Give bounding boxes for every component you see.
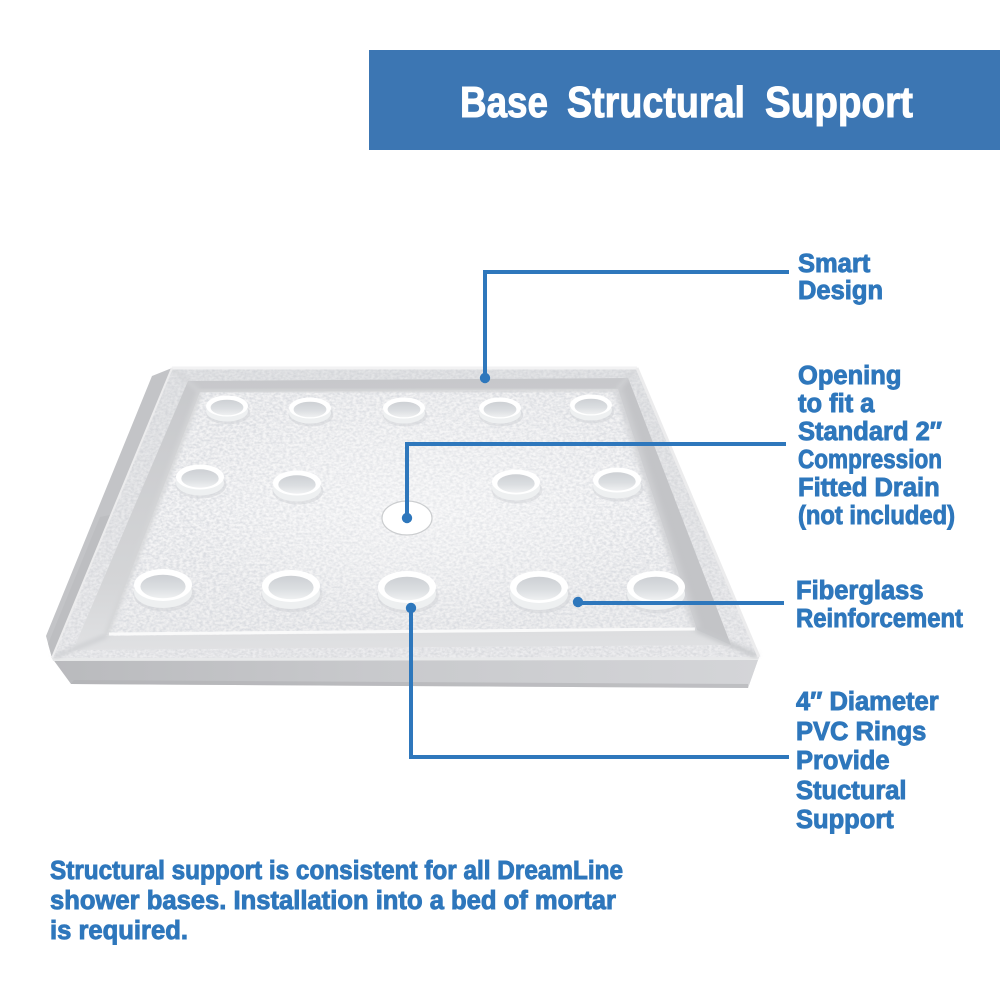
- svg-text:Opening: Opening: [798, 362, 901, 390]
- svg-text:Support: Support: [796, 806, 894, 834]
- svg-text:Fitted Drain: Fitted Drain: [798, 474, 940, 502]
- svg-text:(not included): (not included): [798, 502, 955, 530]
- svg-text:4″ Diameter: 4″ Diameter: [796, 688, 939, 716]
- svg-text:to fit a: to fit a: [798, 390, 875, 418]
- svg-text:is required.: is required.: [50, 917, 188, 945]
- svg-text:shower bases. Installation int: shower bases. Installation into a bed of…: [50, 887, 616, 915]
- svg-text:Base: Base: [460, 78, 548, 127]
- svg-text:Stuctural: Stuctural: [796, 777, 907, 805]
- svg-text:Fiberglass: Fiberglass: [796, 577, 924, 605]
- svg-text:Standard 2″: Standard 2″: [798, 418, 942, 446]
- svg-text:Reinforcement: Reinforcement: [796, 605, 963, 633]
- svg-text:Structural: Structural: [567, 78, 745, 127]
- svg-text:Smart: Smart: [798, 250, 871, 278]
- svg-text:PVC Rings: PVC Rings: [796, 718, 926, 746]
- svg-text:Design: Design: [798, 277, 883, 305]
- svg-text:Provide: Provide: [796, 747, 890, 775]
- svg-text:Structural support is consiste: Structural support is consistent for all…: [50, 857, 623, 885]
- svg-text:Support: Support: [765, 78, 913, 127]
- svg-text:Compression: Compression: [798, 446, 942, 474]
